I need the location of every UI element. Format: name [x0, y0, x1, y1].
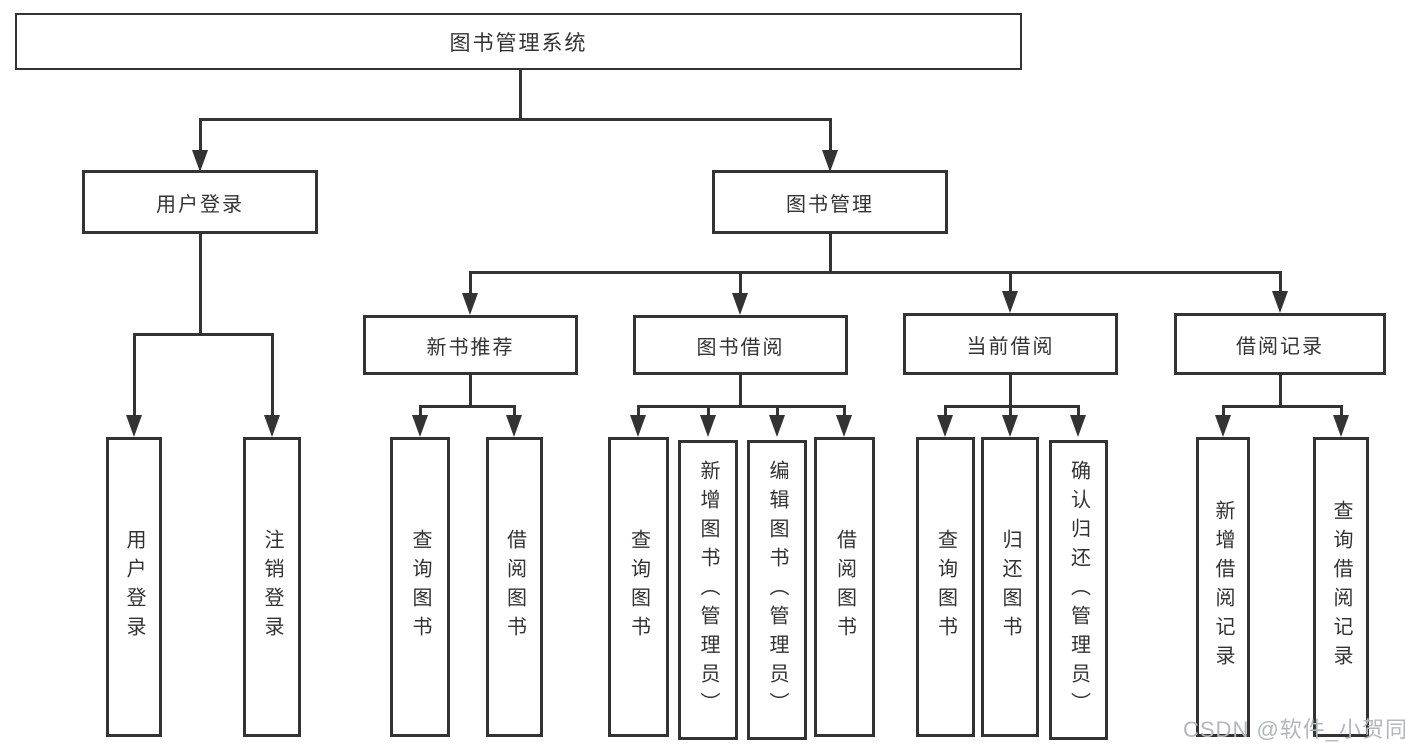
arrow-down-icon	[937, 415, 953, 437]
connector-line	[271, 333, 274, 417]
arrow-down-icon	[836, 415, 852, 437]
leaf-query-book-recommend-label: 查询图书	[409, 529, 431, 645]
connector-line	[739, 375, 742, 408]
leaf-borrow-book-recommend-label: 借阅图书	[503, 529, 526, 645]
leaf-query-borrow-record: 查询借阅记录	[1313, 437, 1369, 737]
arrow-down-icon	[822, 150, 838, 172]
connector-line	[419, 405, 422, 417]
leaf-logout: 注销登录	[243, 437, 301, 737]
connector-line	[1340, 405, 1343, 417]
leaf-query-book-current-label: 查询图书	[934, 529, 957, 645]
connector-line	[1009, 375, 1012, 408]
connector-line	[419, 405, 516, 408]
connector-line	[513, 405, 516, 417]
connector-line	[1222, 405, 1225, 417]
leaf-confirm-return-admin-label: 确认归还（管理员）	[1067, 459, 1090, 721]
connector-line	[469, 271, 1282, 274]
node-current-borrow: 当前借阅	[903, 313, 1118, 375]
leaf-edit-book-admin: 编辑图书（管理员）	[747, 440, 807, 740]
arrow-down-icon	[1002, 415, 1018, 437]
arrow-down-icon	[506, 415, 522, 437]
leaf-confirm-return-admin: 确认归还（管理员）	[1049, 440, 1108, 740]
csdn-watermark: CSDN @软件_小贺同学	[1183, 717, 1405, 742]
connector-line	[776, 405, 779, 417]
leaf-edit-book-admin-label: 编辑图书（管理员）	[766, 459, 788, 721]
leaf-query-book-borrow-label: 查询图书	[627, 529, 650, 645]
arrow-down-icon	[1272, 291, 1288, 313]
leaf-add-borrow-record-label: 新增借阅记录	[1212, 500, 1234, 674]
connector-line	[1222, 405, 1343, 408]
arrow-down-icon	[1070, 415, 1086, 437]
node-root: 图书管理系统	[15, 13, 1022, 70]
arrow-down-icon	[462, 293, 478, 315]
connector-line	[1077, 405, 1080, 417]
arrow-down-icon	[412, 415, 428, 437]
arrow-down-icon	[700, 415, 716, 437]
arrow-down-icon	[264, 415, 280, 437]
connector-line	[199, 118, 202, 154]
leaf-add-book-admin: 新增图书（管理员）	[678, 440, 738, 740]
connector-line	[843, 405, 846, 417]
connector-line	[829, 118, 832, 154]
arrow-down-icon	[630, 415, 646, 437]
node-user-login: 用户登录	[82, 170, 318, 234]
leaf-add-borrow-record: 新增借阅记录	[1196, 437, 1250, 737]
arrow-down-icon	[1002, 291, 1018, 313]
node-book-borrow-label: 图书借阅	[696, 336, 785, 359]
connector-line	[1279, 271, 1282, 293]
node-book-management-label: 图书管理	[786, 193, 874, 216]
arrow-down-icon	[192, 150, 208, 172]
arrow-down-icon	[1215, 415, 1231, 437]
connector-line	[133, 333, 274, 336]
node-new-book-recommend-label: 新书推荐	[426, 336, 515, 359]
leaf-borrow-book: 借阅图书	[814, 437, 875, 737]
leaf-query-borrow-record-label: 查询借阅记录	[1330, 500, 1352, 674]
leaf-user-login: 用户登录	[106, 437, 162, 737]
node-new-book-recommend: 新书推荐	[363, 315, 578, 375]
leaf-logout-label: 注销登录	[261, 529, 283, 645]
leaf-user-login-label: 用户登录	[123, 529, 145, 645]
leaf-add-book-admin-label: 新增图书（管理员）	[697, 459, 719, 721]
connector-line	[707, 405, 710, 417]
connector-line	[199, 234, 202, 336]
leaf-borrow-book-label: 借阅图书	[833, 529, 856, 645]
connector-line	[944, 405, 947, 417]
connector-line	[133, 333, 136, 417]
connector-line	[829, 234, 832, 274]
connector-line	[1279, 375, 1282, 408]
arrow-down-icon	[732, 293, 748, 315]
arrow-down-icon	[769, 415, 785, 437]
leaf-return-book: 归还图书	[981, 437, 1039, 737]
connector-line	[944, 405, 1080, 408]
connector-line	[469, 375, 472, 408]
node-book-management: 图书管理	[712, 170, 948, 234]
node-user-login-label: 用户登录	[156, 193, 244, 216]
node-borrow-record-label: 借阅记录	[1236, 335, 1324, 358]
connector-line	[637, 405, 640, 417]
connector-line	[469, 271, 472, 295]
arrow-down-icon	[1333, 415, 1349, 437]
connector-line	[1009, 405, 1012, 417]
arrow-down-icon	[126, 415, 142, 437]
connector-line	[739, 271, 742, 295]
leaf-query-book-borrow: 查询图书	[608, 437, 669, 737]
leaf-return-book-label: 归还图书	[999, 529, 1021, 645]
node-book-borrow: 图书借阅	[633, 315, 848, 375]
node-root-label: 图书管理系统	[449, 31, 588, 55]
connector-line	[637, 405, 846, 408]
connector-line	[199, 118, 832, 121]
leaf-query-book-recommend: 查询图书	[390, 437, 450, 737]
leaf-query-book-current: 查询图书	[916, 437, 975, 737]
connector-line	[1009, 271, 1012, 293]
leaf-borrow-book-recommend: 借阅图书	[486, 437, 543, 737]
node-current-borrow-label: 当前借阅	[966, 335, 1055, 358]
connector-line	[519, 70, 522, 120]
node-borrow-record: 借阅记录	[1174, 313, 1386, 375]
